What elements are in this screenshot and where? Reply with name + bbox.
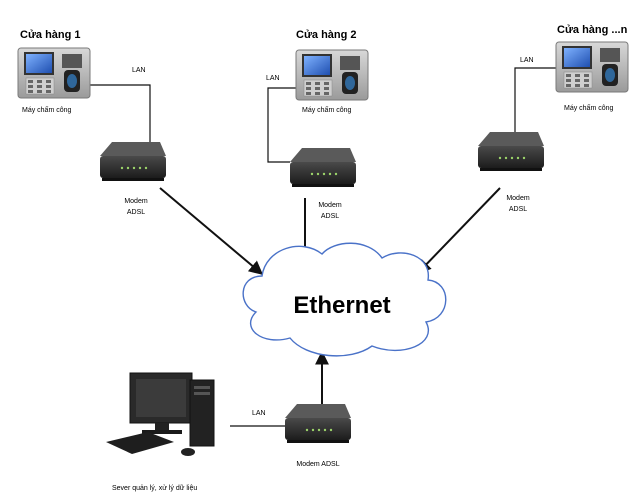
modem-label-1: Modem [506, 195, 530, 202]
attendance-terminal-icon [17, 47, 91, 99]
lan-cable-store-1 [90, 84, 151, 148]
lan-label: LAN [266, 75, 280, 82]
store-title: Cửa hàng 2 [296, 29, 357, 41]
modem-label-1: Modem [124, 198, 148, 205]
server-station: Sever quản lý, xử lý dữ liệu LAN Modem A… [106, 372, 351, 492]
store-title: Cửa hàng ...n [557, 24, 628, 36]
store-n: Cửa hàng ...n Máy chấm công LAN Modem AD… [478, 24, 629, 213]
modem-label-1: Modem [318, 202, 342, 209]
attendance-terminal-icon [295, 49, 369, 101]
modem-label-2: ADSL [321, 213, 339, 220]
arrow-store-1 [159, 187, 264, 275]
adsl-modem-icon [100, 142, 166, 181]
store-2: Cửa hàng 2 Máy chấm công LAN Modem ADSL [266, 29, 369, 220]
lan-label: LAN [520, 57, 534, 64]
store-title: Cửa hàng 1 [20, 29, 81, 41]
lan-label: LAN [132, 67, 146, 74]
attendance-terminal-icon [555, 41, 629, 93]
ethernet-cloud: Ethernet [242, 242, 447, 357]
device-label: Máy chấm công [302, 105, 352, 114]
device-label: Máy chấm công [564, 103, 614, 112]
server-computer-icon [106, 372, 215, 456]
lan-cable-store-2 [267, 87, 298, 163]
adsl-modem-icon [478, 132, 544, 171]
modem-label: Modem ADSL [296, 461, 339, 468]
lan-label: LAN [252, 410, 266, 417]
store-1: Cửa hàng 1 Máy chấm công LAN Modem ADSL [17, 29, 166, 216]
lan-cable-store-n [514, 67, 558, 140]
adsl-modem-icon [285, 404, 351, 443]
modem-label-2: ADSL [509, 206, 527, 213]
server-label: Sever quản lý, xử lý dữ liệu [112, 484, 197, 492]
cloud-label: Ethernet [293, 292, 390, 319]
adsl-modem-icon [290, 148, 356, 187]
modem-label-2: ADSL [127, 209, 145, 216]
device-label: Máy chấm công [22, 105, 72, 114]
arrow-store-n [417, 187, 501, 275]
